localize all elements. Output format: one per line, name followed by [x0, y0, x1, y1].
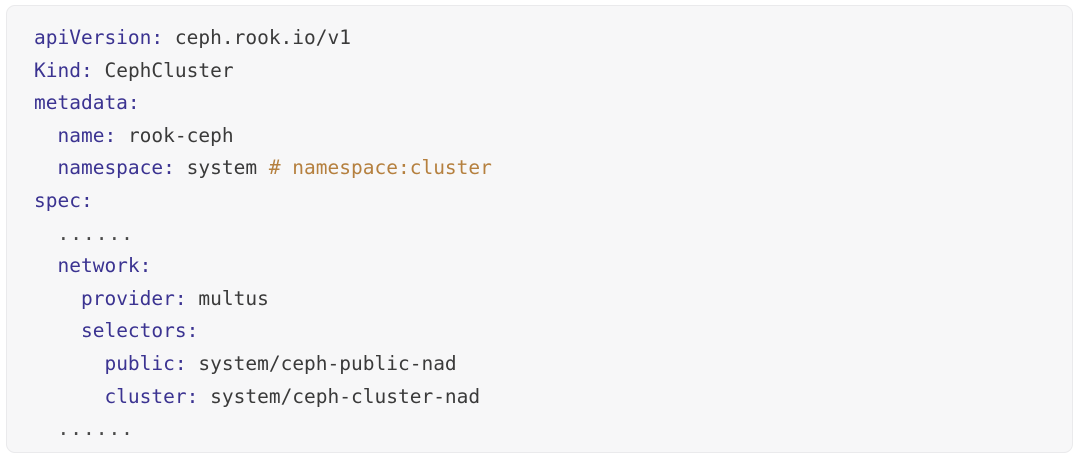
code-value-token: rook-ceph [116, 123, 234, 147]
code-line: public: system/ceph-public-nad [34, 348, 492, 381]
code-value-token: system/ceph-cluster-nad [198, 384, 481, 408]
code-colon-token: : [127, 91, 140, 115]
code-key-token: namespace [57, 156, 164, 180]
code-line: namespace: system # namespace:cluster [34, 152, 492, 185]
code-value-token: CephCluster [92, 58, 234, 82]
code-line: Kind: CephCluster [34, 55, 492, 88]
code-key-token: name [57, 123, 105, 147]
code-value-token: multus [186, 286, 269, 310]
code-indent [34, 287, 81, 310]
code-line: network: [34, 250, 492, 283]
code-value-token: system/ceph-public-nad [186, 351, 457, 375]
code-colon-token: : [186, 319, 199, 343]
code-line: provider: multus [34, 283, 492, 316]
code-indent [34, 417, 57, 440]
code-indent [34, 254, 57, 277]
code-line: spec: [34, 185, 492, 218]
code-line: apiVersion: ceph.rook.io/v1 [34, 22, 492, 55]
code-key-token: metadata [34, 91, 128, 115]
code-value-token: system [174, 156, 269, 180]
code-colon-token: : [80, 58, 93, 82]
code-line: ...... [34, 218, 492, 251]
code-comment-token: # namespace:cluster [268, 156, 492, 180]
code-line: cluster: system/ceph-cluster-nad [34, 381, 492, 414]
code-colon-token: : [151, 26, 164, 49]
code-colon-token: : [163, 156, 175, 180]
code-key-token: selectors [80, 319, 187, 343]
code-indent [34, 156, 57, 179]
code-key-token: apiVersion [34, 26, 152, 49]
code-line: metadata: [34, 87, 492, 120]
code-line: name: rook-ceph [34, 120, 492, 153]
code-indent [34, 385, 104, 408]
code-ellipsis-token: ...... [57, 221, 134, 245]
code-colon-token: : [139, 254, 152, 278]
code-indent [34, 352, 104, 375]
code-indent [34, 222, 57, 245]
code-colon-token: : [104, 123, 117, 147]
code-key-token: spec [34, 188, 81, 212]
code-key-token: cluster [104, 384, 187, 408]
code-key-token: Kind [34, 58, 81, 82]
code-key-token: provider [80, 286, 175, 310]
code-line: ...... [34, 413, 492, 446]
code-key-token: public [104, 351, 175, 375]
code-colon-token: : [174, 286, 187, 310]
code-indent [34, 319, 81, 342]
code-indent [34, 124, 57, 147]
code-colon-token: : [186, 384, 199, 408]
code-ellipsis-token: ...... [57, 417, 134, 441]
code-colon-token: : [80, 188, 93, 212]
code-value-token: ceph.rook.io/v1 [163, 26, 351, 49]
code-line: selectors: [34, 315, 492, 348]
code-colon-token: : [174, 351, 187, 375]
code-key-token: network [57, 254, 140, 278]
